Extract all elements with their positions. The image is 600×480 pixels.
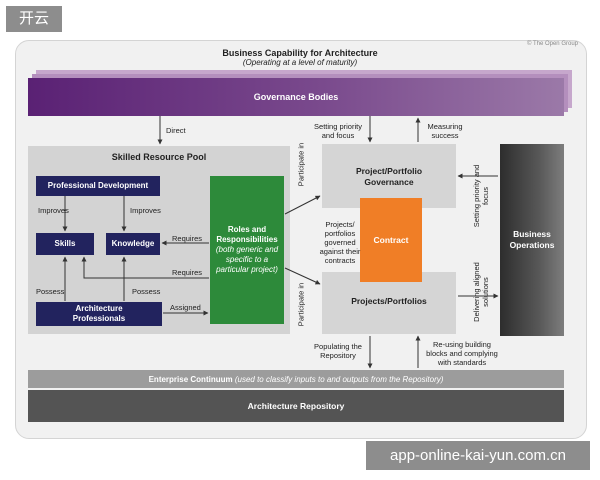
skills-box: Skills	[36, 233, 94, 255]
label-possess-left: Possess	[36, 287, 65, 296]
business-operations-box: Business Operations	[500, 144, 564, 336]
professional-development-box: Professional Development	[36, 176, 160, 196]
label-improves-right: Improves	[130, 206, 161, 215]
watermark-bottom: app-online-kai-yun.com.cn	[366, 441, 590, 470]
label-participate-top: Participate in	[296, 142, 306, 187]
label-measuring-success: Measuring success	[427, 122, 463, 140]
continuum-subtitle: (used to classify inputs to and outputs …	[234, 374, 444, 384]
architecture-professionals-box: Architecture Professionals	[36, 302, 162, 326]
arrow-participate-projects	[284, 267, 321, 285]
label-requires-knowledge: Requires	[172, 234, 203, 243]
project-portfolio-governance-box: Project/Portfolio Governance	[322, 144, 456, 208]
skills-label: Skills	[54, 239, 76, 248]
label-setting-priority: Setting priority and focus	[314, 122, 362, 140]
copyright-note: © The Open Group	[526, 41, 578, 47]
label-delivering-solutions: Delivering aligned solutions	[472, 262, 490, 322]
continuum-title: Enterprise Continuum	[148, 374, 233, 384]
arrow-requires-skills	[81, 256, 209, 279]
watermark-top: 开云	[6, 6, 62, 32]
skilled-resource-pool-title: Skilled Resource Pool	[111, 152, 207, 162]
label-setting-priority-right: Setting priority and focus	[472, 164, 490, 228]
label-direct: Direct	[166, 126, 186, 135]
diagram-title: Business Capability for Architecture	[222, 48, 378, 58]
business-operations-label: Business Operations	[509, 229, 555, 250]
roles-subtitle: (both generic and specific to a particul…	[215, 245, 279, 274]
project-governance-label: Project/Portfolio Governance	[355, 166, 423, 187]
label-requires-skills: Requires	[172, 268, 203, 277]
projects-portfolios-box: Projects/Portfolios	[322, 272, 456, 334]
roles-responsibilities-box: Roles and Responsibilities (both generic…	[210, 176, 284, 324]
label-reusing: Re-using building blocks and complying w…	[426, 340, 498, 367]
enterprise-continuum-bar: Enterprise Continuum (used to classify i…	[28, 370, 564, 388]
label-improves-left: Improves	[38, 206, 69, 215]
label-assigned: Assigned	[170, 303, 201, 312]
diagram-subtitle: (Operating at a level of maturity)	[242, 58, 358, 67]
knowledge-box: Knowledge	[106, 233, 160, 255]
contract-label: Contract	[373, 235, 409, 245]
label-populating: Populating the Repository	[314, 342, 362, 360]
arrow-participate-governance	[284, 195, 321, 215]
knowledge-label: Knowledge	[111, 239, 155, 248]
governance-bodies-label: Governance Bodies	[253, 92, 339, 102]
roles-title: Roles and Responsibilities	[216, 225, 278, 244]
architecture-professionals-label: Architecture Professionals	[72, 304, 126, 323]
architecture-repository-label: Architecture Repository	[247, 401, 345, 411]
contract-box: Contract	[360, 198, 422, 282]
architecture-repository-bar: Architecture Repository	[28, 390, 564, 422]
professional-development-label: Professional Development	[47, 181, 149, 190]
label-possess-right: Possess	[132, 287, 161, 296]
governance-bodies-box: Governance Bodies	[28, 78, 564, 116]
label-participate-bottom: Participate in	[296, 282, 306, 327]
projects-label: Projects/Portfolios	[351, 296, 427, 306]
label-governed-contracts: Projects/ portfolios governed against th…	[319, 220, 361, 265]
